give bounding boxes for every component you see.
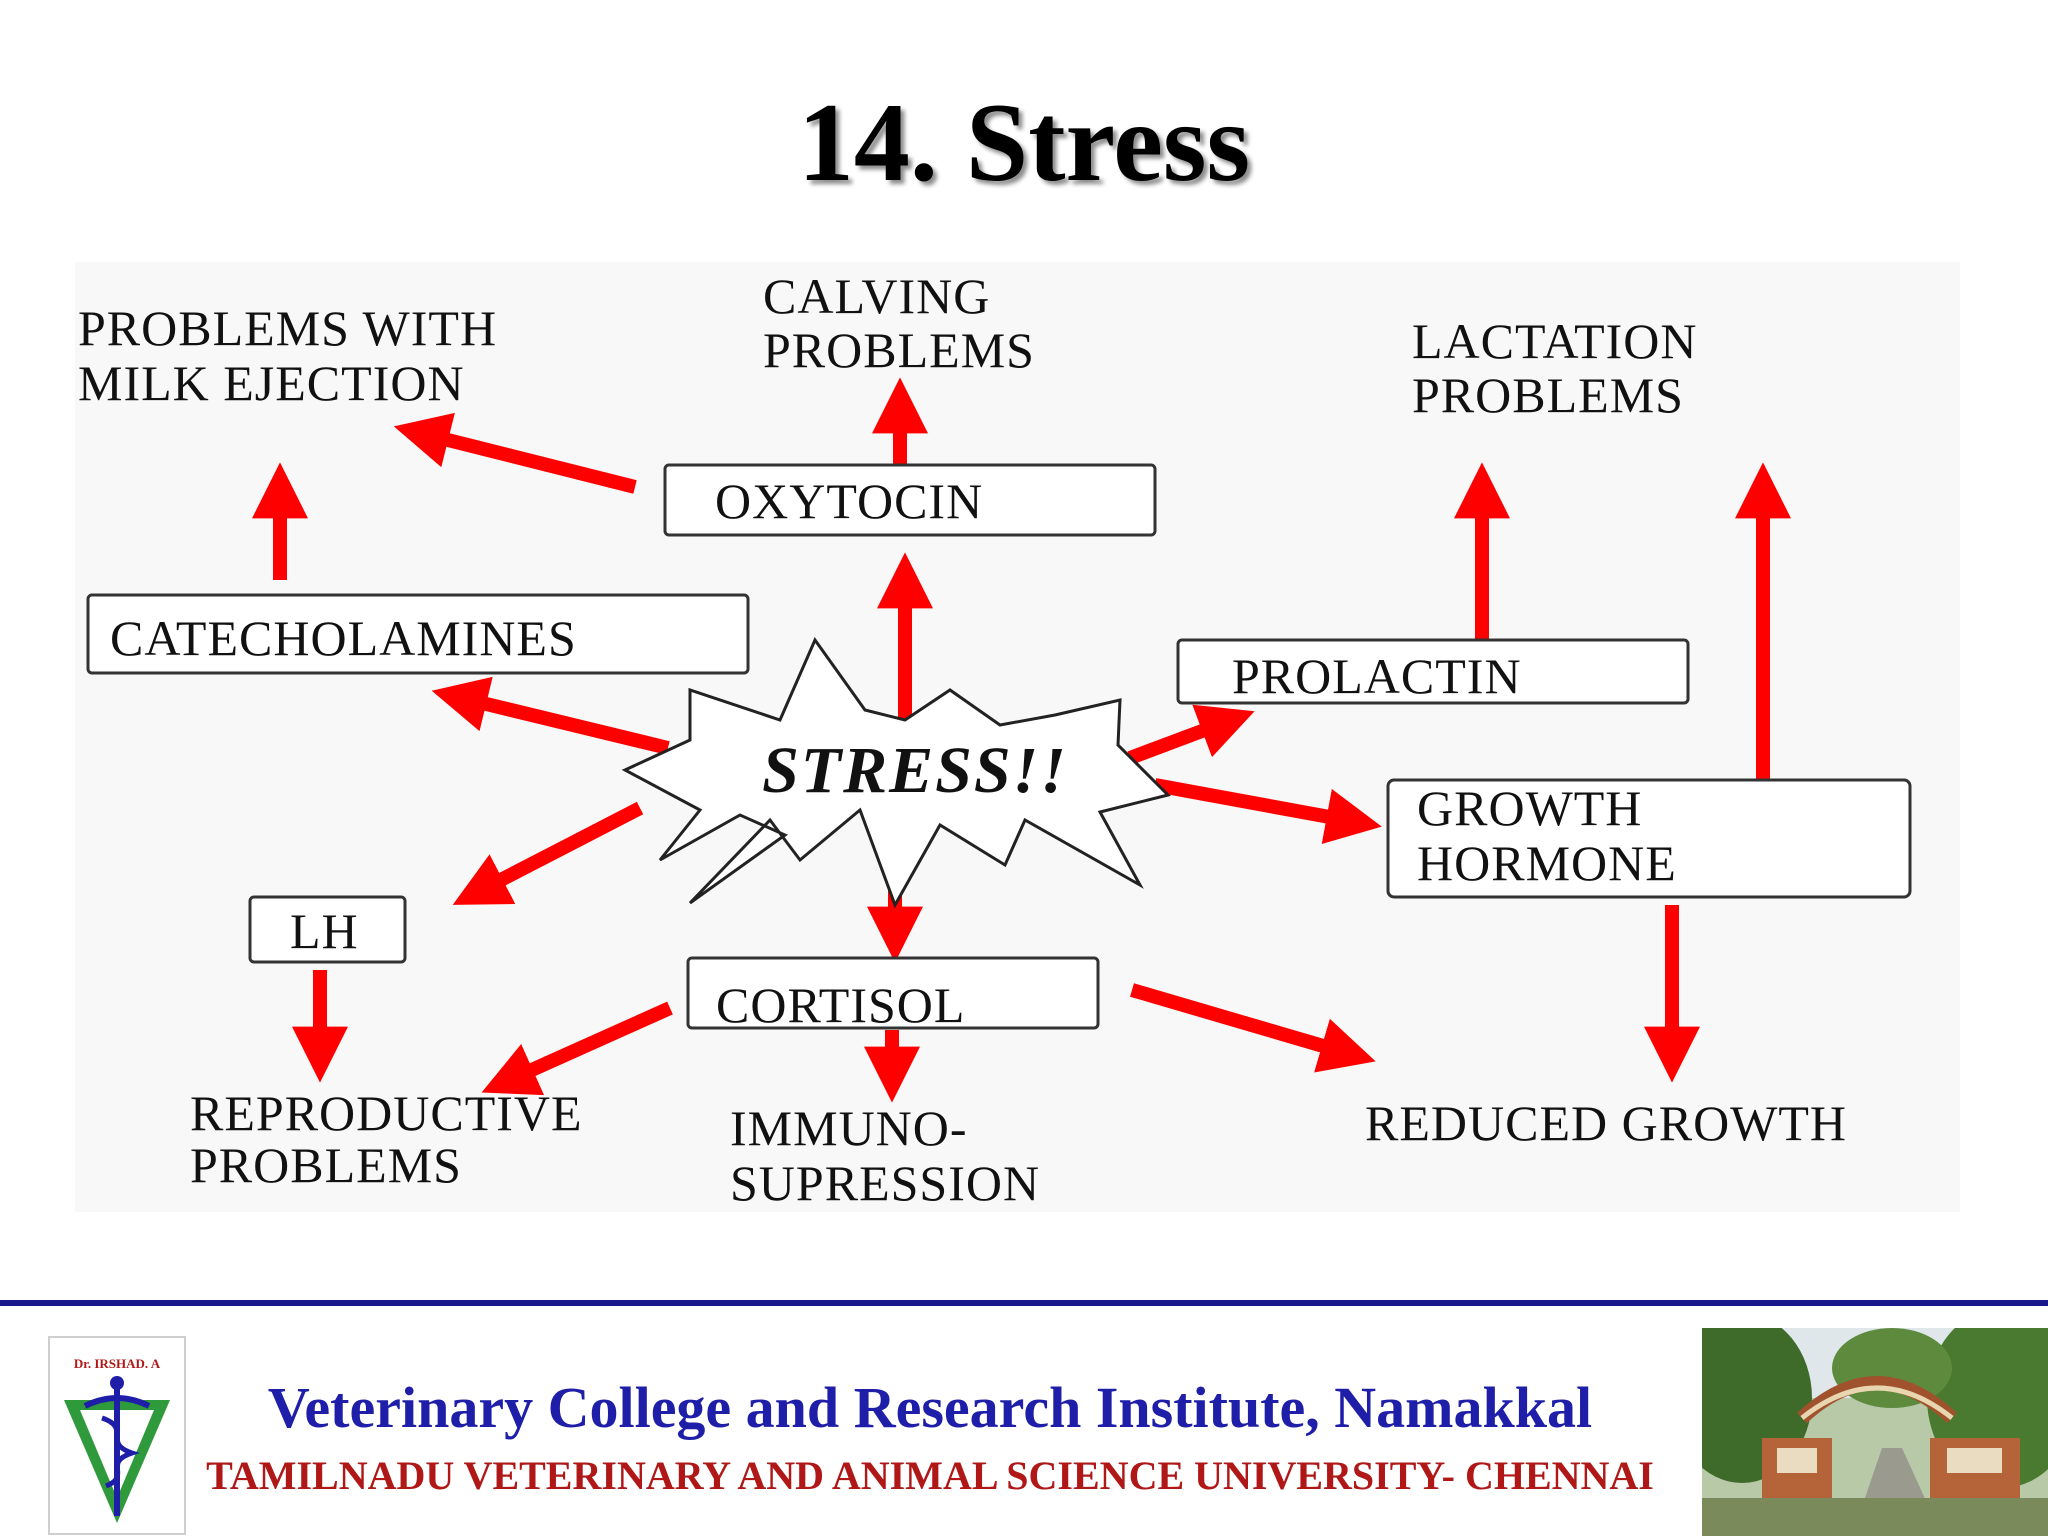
stress-burst: STRESS!! [621, 636, 1171, 909]
arrow-oxytocin-to-milk-ejection [393, 412, 637, 494]
immuno-line2: SUPRESSION [730, 1155, 1040, 1211]
oxytocin-box: OXYTOCIN [663, 463, 1157, 537]
growth-hormone-label-line2: HORMONE [1417, 835, 1677, 891]
catecholamines-box: CATECHOLAMINES [86, 593, 750, 675]
stress-diagram: STRESS!! OXYTOCIN CATECHOLAMINES PROLACT… [78, 268, 1912, 1211]
catecholamines-label: CATECHOLAMINES [110, 610, 577, 666]
milk-ejection-line2: MILK EJECTION [78, 355, 465, 411]
reduced-growth-label: REDUCED GROWTH [1365, 1095, 1847, 1151]
calving-line1: CALVING [763, 268, 990, 324]
logo-text: Dr. IRSHAD. A [74, 1356, 161, 1371]
stress-burst-shape [621, 636, 1171, 909]
lactation-line1: LACTATION [1412, 313, 1698, 369]
cortisol-label: CORTISOL [716, 977, 965, 1033]
prolactin-label: PROLACTIN [1232, 648, 1522, 704]
arrow-stress-to-prolactin [1127, 704, 1255, 765]
milk-ejection-line1: PROBLEMS WITH [78, 300, 497, 356]
arrow-cortisol-to-reduced-growth [1130, 983, 1376, 1073]
prolactin-box: PROLACTIN [1176, 638, 1690, 705]
cortisol-box: CORTISOL [686, 956, 1100, 1033]
footer: Dr. IRSHAD. A Veterinary College and Res… [0, 1306, 2048, 1536]
college-name: Veterinary College and Research Institut… [267, 1375, 1593, 1440]
lh-box: LH [248, 895, 407, 964]
arrow-cortisol-to-reproductive [481, 1001, 673, 1096]
hormone-boxes: OXYTOCIN CATECHOLAMINES PROLACTIN GROWTH… [86, 463, 1912, 1033]
lactation-line2: PROBLEMS [1412, 367, 1684, 423]
growth-hormone-box: GROWTH HORMONE [1386, 778, 1912, 899]
arrow-stress-to-catecholamines [431, 676, 670, 755]
immuno-line1: IMMUNO- [730, 1100, 968, 1156]
arrows [252, 377, 1791, 1103]
arrow-stress-to-growth-hormone [1153, 778, 1382, 845]
stress-label: STRESS!! [762, 734, 1068, 807]
footer-rule [0, 1300, 2048, 1306]
outcome-labels: PROBLEMS WITH MILK EJECTION CALVING PROB… [78, 268, 1847, 1211]
slide-title: 14. Stress [797, 81, 1251, 205]
arrow-stress-to-lh [452, 801, 644, 905]
reproductive-line1: REPRODUCTIVE [190, 1085, 583, 1141]
college-logo: Dr. IRSHAD. A [48, 1336, 186, 1535]
reproductive-line2: PROBLEMS [190, 1137, 462, 1193]
growth-hormone-label-line1: GROWTH [1417, 780, 1642, 836]
university-name: TAMILNADU VETERINARY AND ANIMAL SCIENCE … [206, 1453, 1654, 1498]
oxytocin-label: OXYTOCIN [715, 473, 983, 529]
campus-gate-photo [1702, 1328, 2048, 1536]
lh-label: LH [290, 903, 359, 959]
calving-line2: PROBLEMS [763, 322, 1035, 378]
